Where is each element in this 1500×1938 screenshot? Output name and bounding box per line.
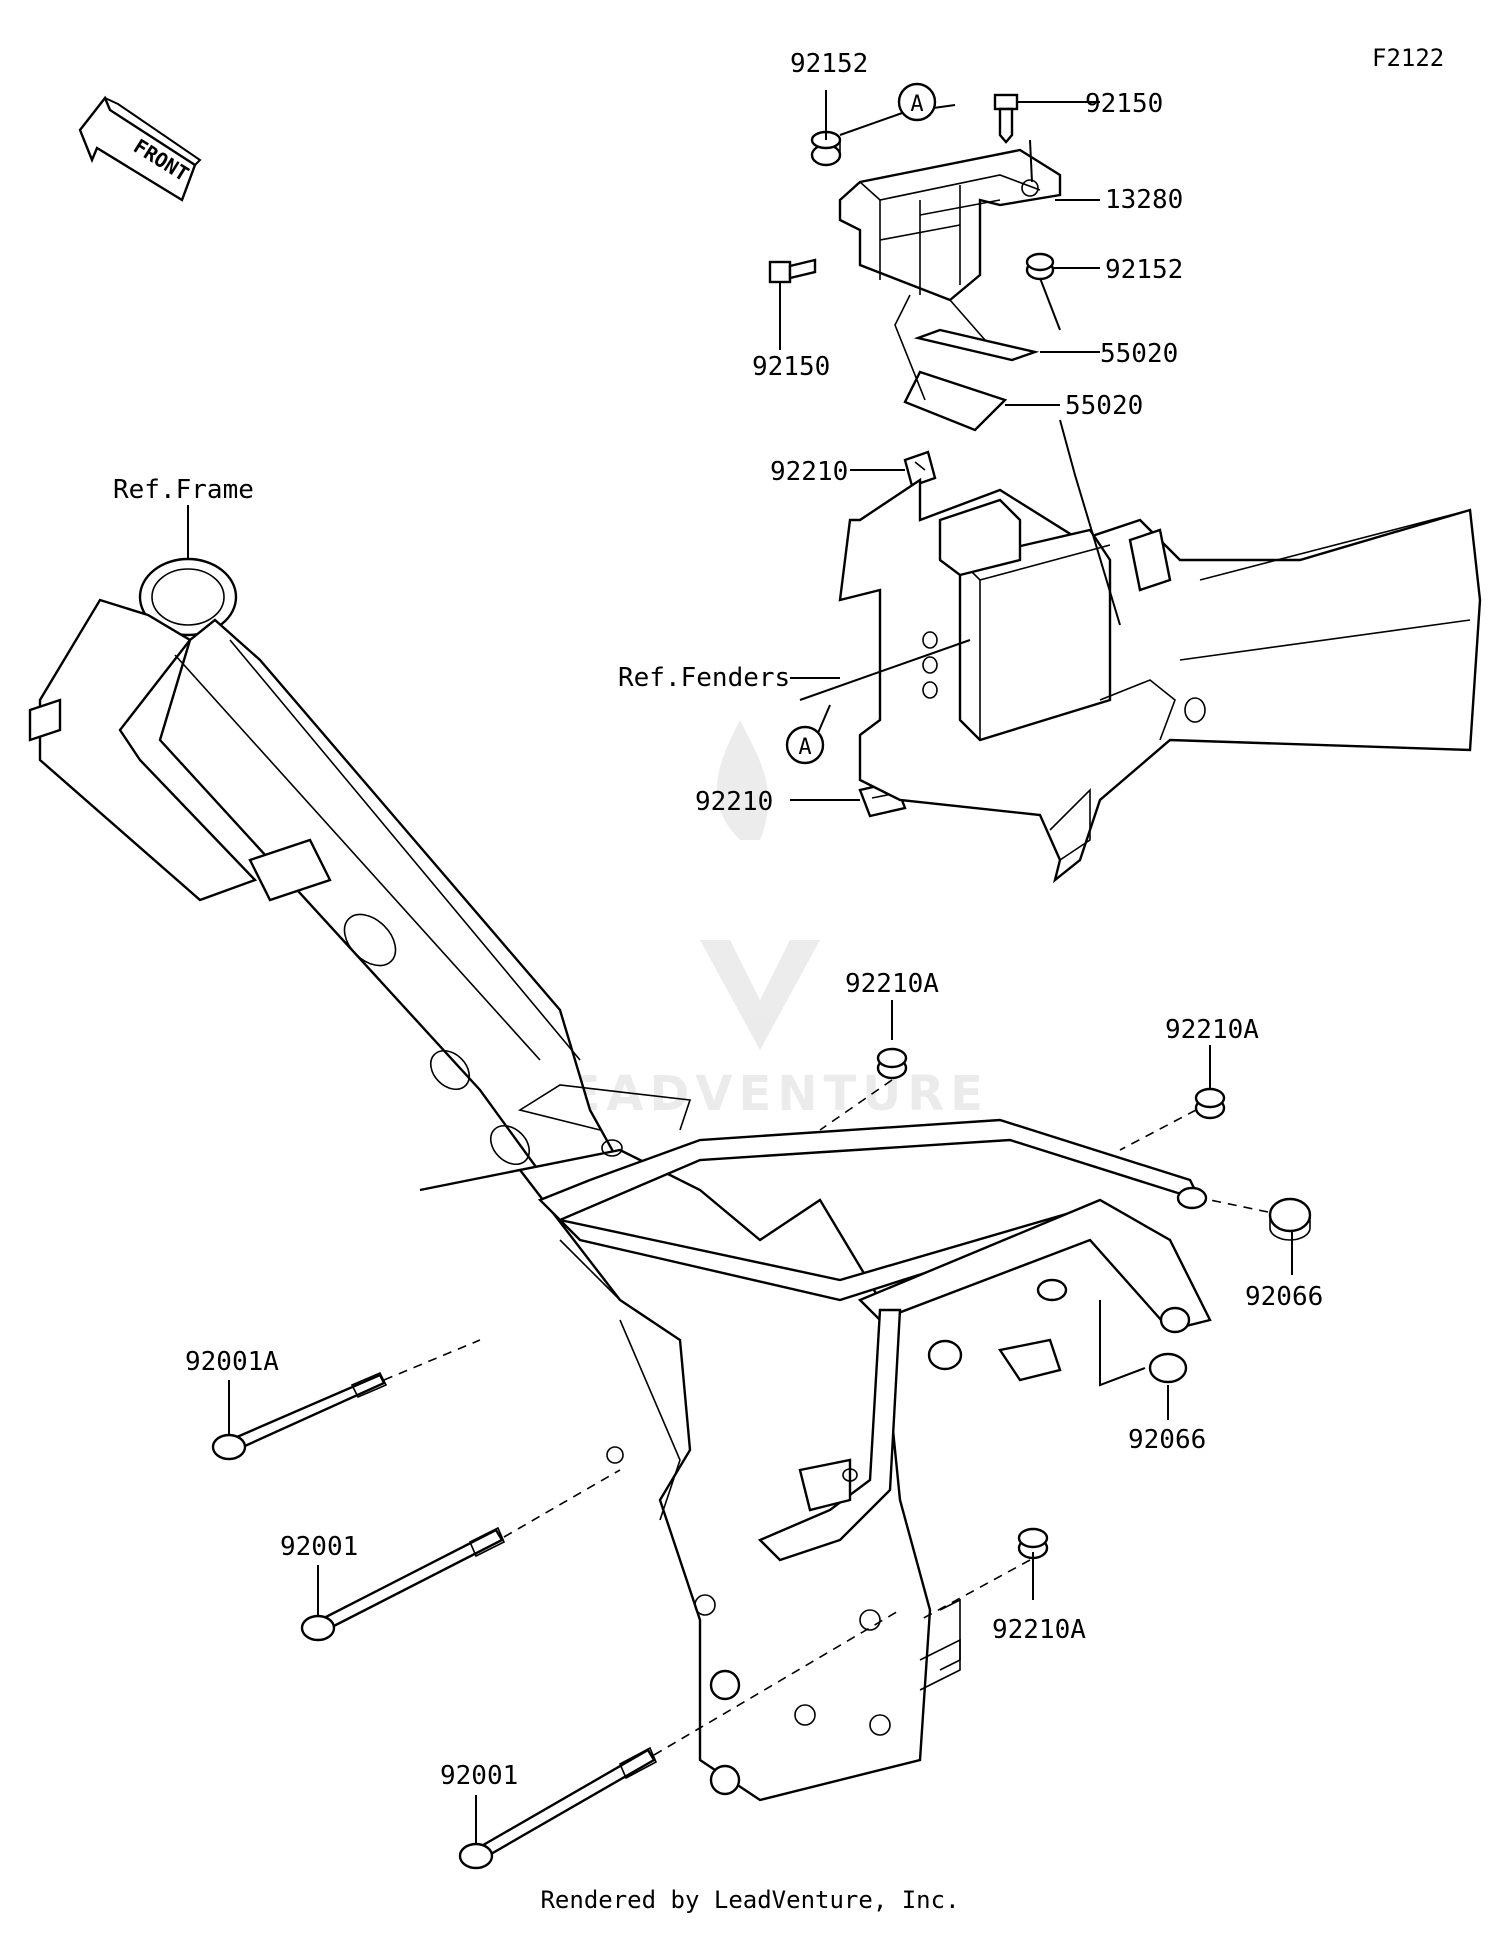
callout-92001-b: 92001 [440,1761,518,1791]
svg-text:A: A [910,92,923,117]
marker-a-bottom: A [785,725,825,765]
relay-bracket-13280 [838,148,1062,302]
callout-92210A-b: 92210A [1165,1015,1259,1045]
svg-text:A: A [798,735,811,760]
callout-92152-mid: 92152 [1105,255,1183,285]
callout-92210A-c: 92210A [992,1615,1086,1645]
bolt-92001-b-icon [458,1746,658,1870]
front-arrow-icon: FRONT [78,95,202,202]
callout-92210-bottom: 92210 [695,787,773,817]
label-plate-55020-a [913,328,1040,362]
watermark-text: LEADVENTURE [531,1066,989,1122]
clip-92210-top-icon [903,450,937,488]
callout-92210A-a: 92210A [845,969,939,999]
bolt-92001-a-icon [300,1526,506,1642]
marker-a-top: A [897,82,937,122]
nut-92210A-b-icon [1194,1087,1226,1120]
callout-92210-top: 92210 [770,457,848,487]
callout-55020-a: 55020 [1100,339,1178,369]
callout-92066-b: 92066 [1128,1425,1206,1455]
cap-92066-b-icon [1148,1352,1188,1384]
callout-92152-top: 92152 [790,49,868,79]
label-plate-55020-b [903,370,1008,432]
bolt-92001A-icon [211,1371,388,1461]
bolt-92150-top-icon [993,93,1019,144]
ref-fenders-label: Ref.Fenders [618,663,790,693]
watermark-logo: LEADVENTURE [531,720,989,1122]
nut-92210A-a-icon [876,1047,908,1080]
bolt-92150-left-icon [768,258,817,284]
nut-92210A-c-icon [1017,1527,1049,1560]
callout-55020-b: 55020 [1065,391,1143,421]
frame-assembly [28,557,1212,1802]
nut-92152-mid-icon [1025,252,1055,281]
ref-frame-label: Ref.Frame [113,475,254,505]
callout-13280: 13280 [1105,185,1183,215]
callout-92066-a: 92066 [1245,1282,1323,1312]
cap-92066-a-icon [1268,1197,1312,1241]
rear-fender-assembly [838,477,1482,884]
callout-92001A: 92001A [185,1347,279,1377]
diagram-code: F2122 [1372,44,1445,72]
callout-92150-top: 92150 [1085,89,1163,119]
footer-credit: Rendered by LeadVenture, Inc. [540,1886,960,1914]
callout-92150-left: 92150 [752,352,830,382]
callout-92001-a: 92001 [280,1532,358,1562]
